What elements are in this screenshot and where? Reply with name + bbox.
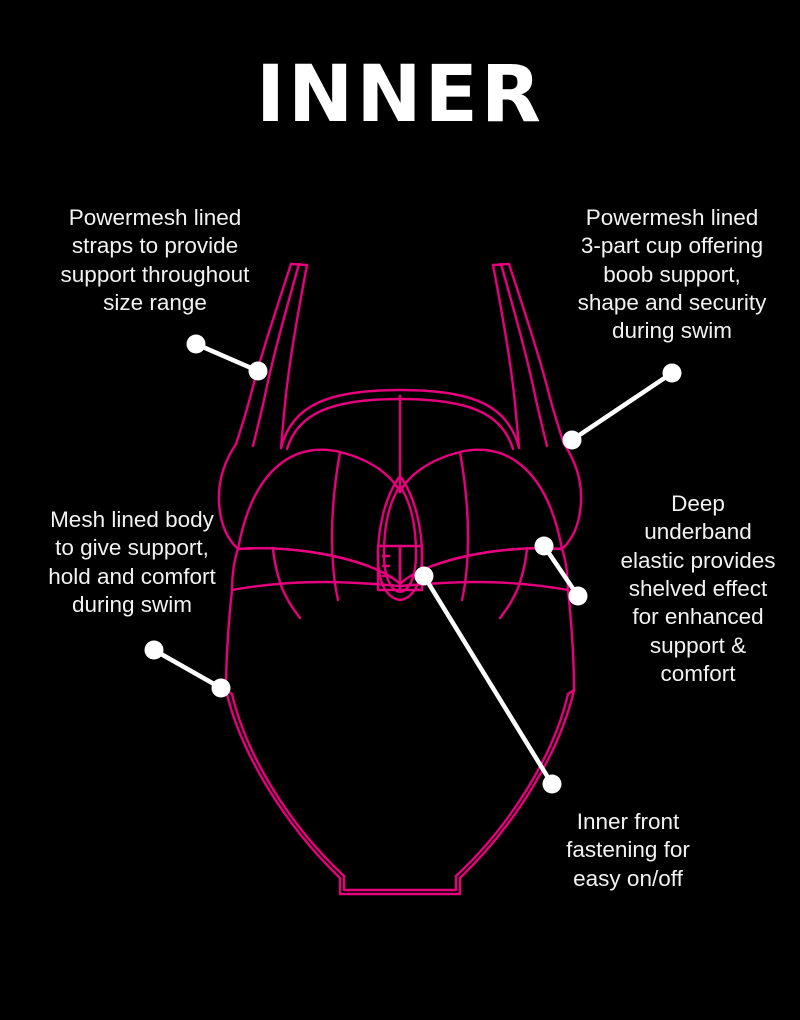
connector-line-straps xyxy=(193,341,261,374)
underbust-seam-right xyxy=(398,547,564,586)
callout-fastening: Inner front fastening for easy on/off xyxy=(566,809,690,891)
callout-body: Mesh lined body to give support, hold an… xyxy=(48,507,216,618)
right-cup-seam-inner xyxy=(458,450,470,602)
neckline-outer xyxy=(279,388,521,450)
callout-cup: Powermesh lined 3-part cup offering boob… xyxy=(577,205,767,344)
connector-dot-straps-target xyxy=(248,361,268,381)
connector-dot-body-text xyxy=(144,640,164,660)
underband-right-edge xyxy=(560,547,570,592)
left-leg-opening-outer xyxy=(224,688,342,880)
connector-line-body xyxy=(151,647,224,691)
underband-bottom xyxy=(230,580,570,592)
connector-dot-fastening-target xyxy=(414,566,434,586)
connector-dot-cup-text xyxy=(662,363,682,383)
neckline-binding xyxy=(285,397,515,451)
centre-panel-outer xyxy=(376,474,424,602)
gusset-bottom xyxy=(338,876,462,896)
clasp-right-plate xyxy=(398,544,424,592)
connector-dot-fastening-text xyxy=(542,774,562,794)
connector-dot-cup-target xyxy=(562,430,582,450)
right-strap-inner-b xyxy=(491,263,521,450)
body-right-side xyxy=(566,588,576,692)
connector-dot-underband-target xyxy=(568,586,588,606)
underband-top-right xyxy=(430,547,564,568)
right-bust-curve xyxy=(398,448,564,551)
left-strap-top xyxy=(289,262,309,267)
connector-line-cup xyxy=(569,370,675,443)
callout-straps: Powermesh lined straps to provide suppor… xyxy=(60,205,250,316)
right-strap-inner-a xyxy=(499,262,549,448)
centre-panel-inner xyxy=(382,484,418,594)
connector-line-fastening xyxy=(421,573,555,787)
left-cup-seam-inner xyxy=(330,450,342,602)
left-bust-curve xyxy=(236,448,402,551)
underband-top-left xyxy=(236,547,370,568)
gusset-bottom-binding xyxy=(342,874,458,892)
connector-dot-straps-text xyxy=(186,334,206,354)
right-bodice-side xyxy=(560,442,583,551)
callout-underband: Deep underband elastic provides shelved … xyxy=(620,491,776,687)
connector-dot-underband-text xyxy=(534,536,554,556)
connector-dot-body-target xyxy=(211,678,231,698)
right-leg-binding-tip xyxy=(566,688,576,696)
left-leg-binding-tip xyxy=(224,688,234,696)
left-leg-opening-binding xyxy=(230,692,346,878)
connector-line-underband xyxy=(541,543,581,599)
right-strap-top xyxy=(491,262,511,267)
swimsuit-outline xyxy=(217,262,583,896)
left-cup-seam-outer xyxy=(271,546,302,620)
clasp-left-plate xyxy=(376,544,402,592)
underbust-seam-left xyxy=(236,547,402,586)
page-title: INNER xyxy=(256,50,544,140)
right-cup-seam-outer xyxy=(498,546,529,620)
